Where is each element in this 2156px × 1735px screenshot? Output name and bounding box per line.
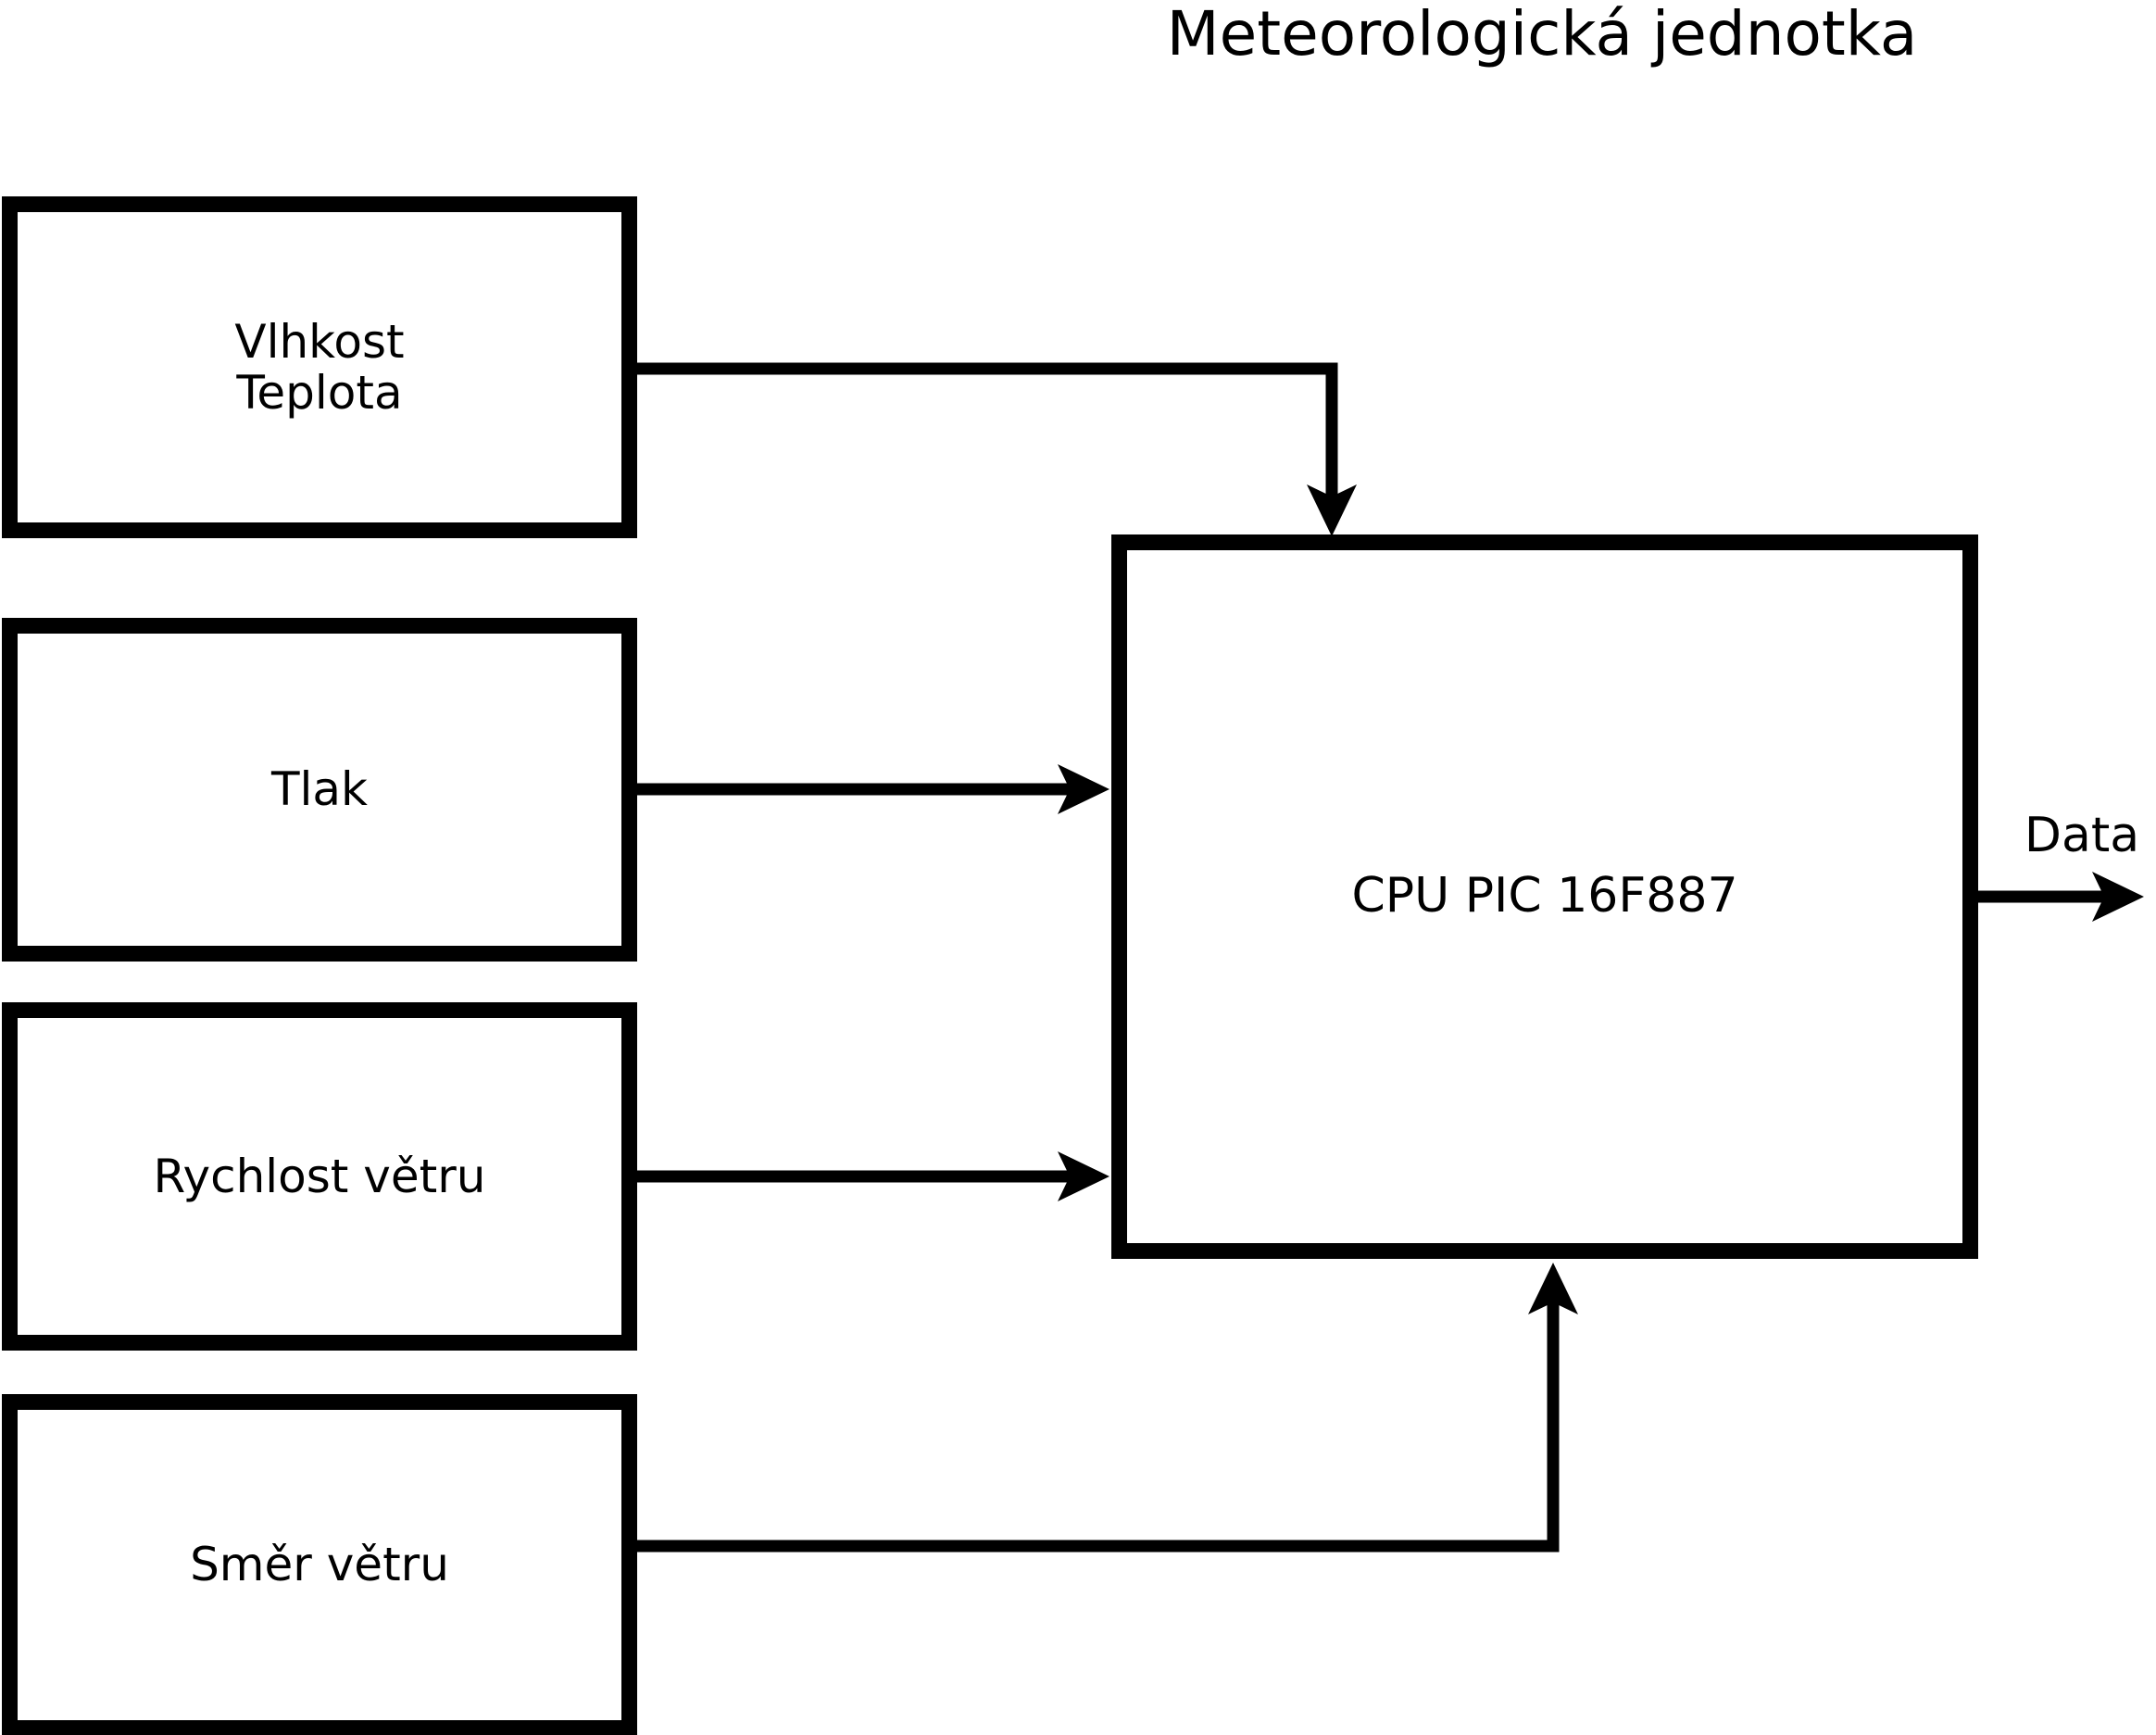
box-label-line: CPU PIC 16F887 [1351,868,1738,924]
box-label: Tlak [271,764,368,815]
box-rychlost-vetru: Rychlost větru [2,1002,637,1351]
connector-rychlost-vetru-to-cpu [637,1151,1109,1201]
connector-vlhkost-teplota-to-cpu [637,362,1357,536]
box-smer-vetru: Směr větru [2,1394,637,1735]
box-label-line: Tlak [270,762,369,816]
arrowhead-up [1528,1263,1578,1314]
connector-line [637,362,1338,497]
connector-tlak-to-cpu [637,764,1109,814]
box-label: Rychlost větru [153,1149,486,1203]
cpu-label: CPU PIC 16F887 [1351,870,1737,923]
box-label-line: Rychlost větru [153,1149,486,1203]
arrowhead-right [2092,872,2144,922]
arrowhead-right [1058,764,1109,814]
arrowhead-right [1058,1151,1109,1201]
arrowhead-down [1307,484,1357,536]
data-output-label: Data [2024,808,2140,863]
box-label: Směr větru [190,1540,449,1590]
box-label-line: Teplota [236,365,403,420]
diagram-title: Meteorologická jednotka [1166,0,1918,69]
box-tlak: Tlak [2,618,637,962]
box-label-line: Směr větru [190,1538,449,1591]
box-label: Vlhkost Teplota [234,314,405,420]
box-vlhkost-teplota: Vlhkost Teplota [2,196,637,538]
connector-line [637,1302,1560,1553]
connector-cpu-to-data-output [1978,872,2144,922]
box-label-line: Vlhkost [234,314,405,369]
box-cpu: CPU PIC 16F887 [1111,534,1978,1259]
connector-smer-vetru-to-cpu [637,1263,1578,1553]
